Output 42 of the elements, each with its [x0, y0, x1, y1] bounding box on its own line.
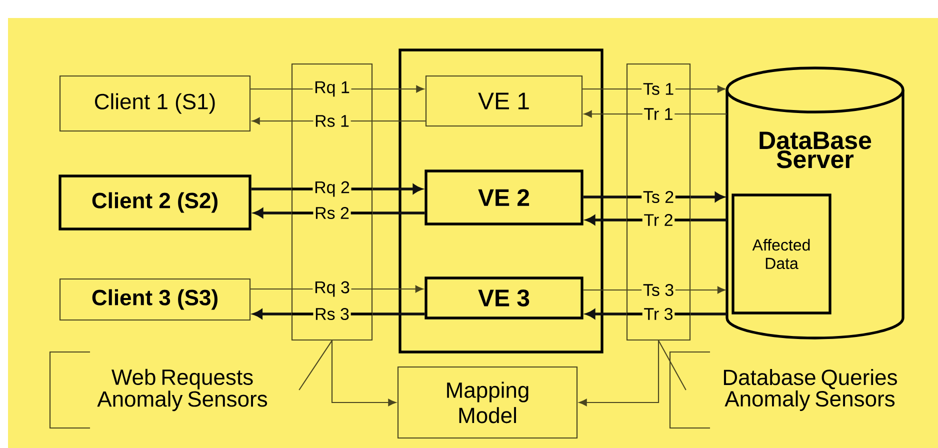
connector-line	[690, 218, 727, 222]
connector-line	[251, 188, 292, 190]
connector-line	[583, 289, 626, 291]
arrow	[578, 340, 660, 406]
leader-line	[298, 340, 332, 390]
arrow	[690, 192, 724, 202]
container-box	[398, 48, 604, 354]
arrow	[331, 340, 396, 406]
arrow	[252, 117, 292, 125]
arrow	[372, 184, 422, 194]
connector-line	[582, 88, 626, 90]
arrow	[372, 85, 424, 93]
process-box: VE 3	[424, 276, 584, 320]
arrow	[253, 309, 292, 319]
process-box: Mapping Model	[397, 366, 578, 439]
arrow	[586, 215, 626, 225]
node-label: DataBase Server	[760, 132, 872, 168]
arrow	[254, 208, 292, 218]
client-box: Client 2 (S2)	[58, 174, 252, 230]
arrow	[584, 110, 626, 118]
connector-line	[250, 288, 292, 290]
sensor-box: Ts 1 Tr 1 Ts 2 Tr 2 Ts 3 Tr 3	[626, 63, 691, 341]
connector-line	[690, 113, 727, 115]
arrow	[690, 286, 726, 294]
connector-line	[372, 120, 426, 122]
leader-line	[658, 340, 686, 390]
bracketed-label: Web Requests Anomaly Sensors	[49, 351, 268, 429]
connector-line	[250, 88, 292, 90]
process-box: VE 2	[424, 170, 584, 226]
arrow	[372, 285, 424, 293]
connector-line	[372, 212, 425, 214]
client-box: Client 1 (S1)	[59, 75, 251, 132]
client-box: Client 3 (S3)	[59, 278, 251, 321]
arrow	[690, 85, 726, 93]
data-box: Affected Data	[732, 194, 832, 314]
connector-line	[583, 196, 626, 198]
connector-line	[690, 312, 727, 316]
sensor-box: Rq 1 Rs 1 Rq 2 Rs 2 Rq 3 Rs 3	[291, 63, 373, 341]
bracketed-label: Database Queries Anomaly Sensors	[669, 351, 897, 429]
arrow	[586, 309, 626, 319]
connector-line	[372, 312, 425, 316]
process-box: VE 1	[425, 75, 583, 127]
